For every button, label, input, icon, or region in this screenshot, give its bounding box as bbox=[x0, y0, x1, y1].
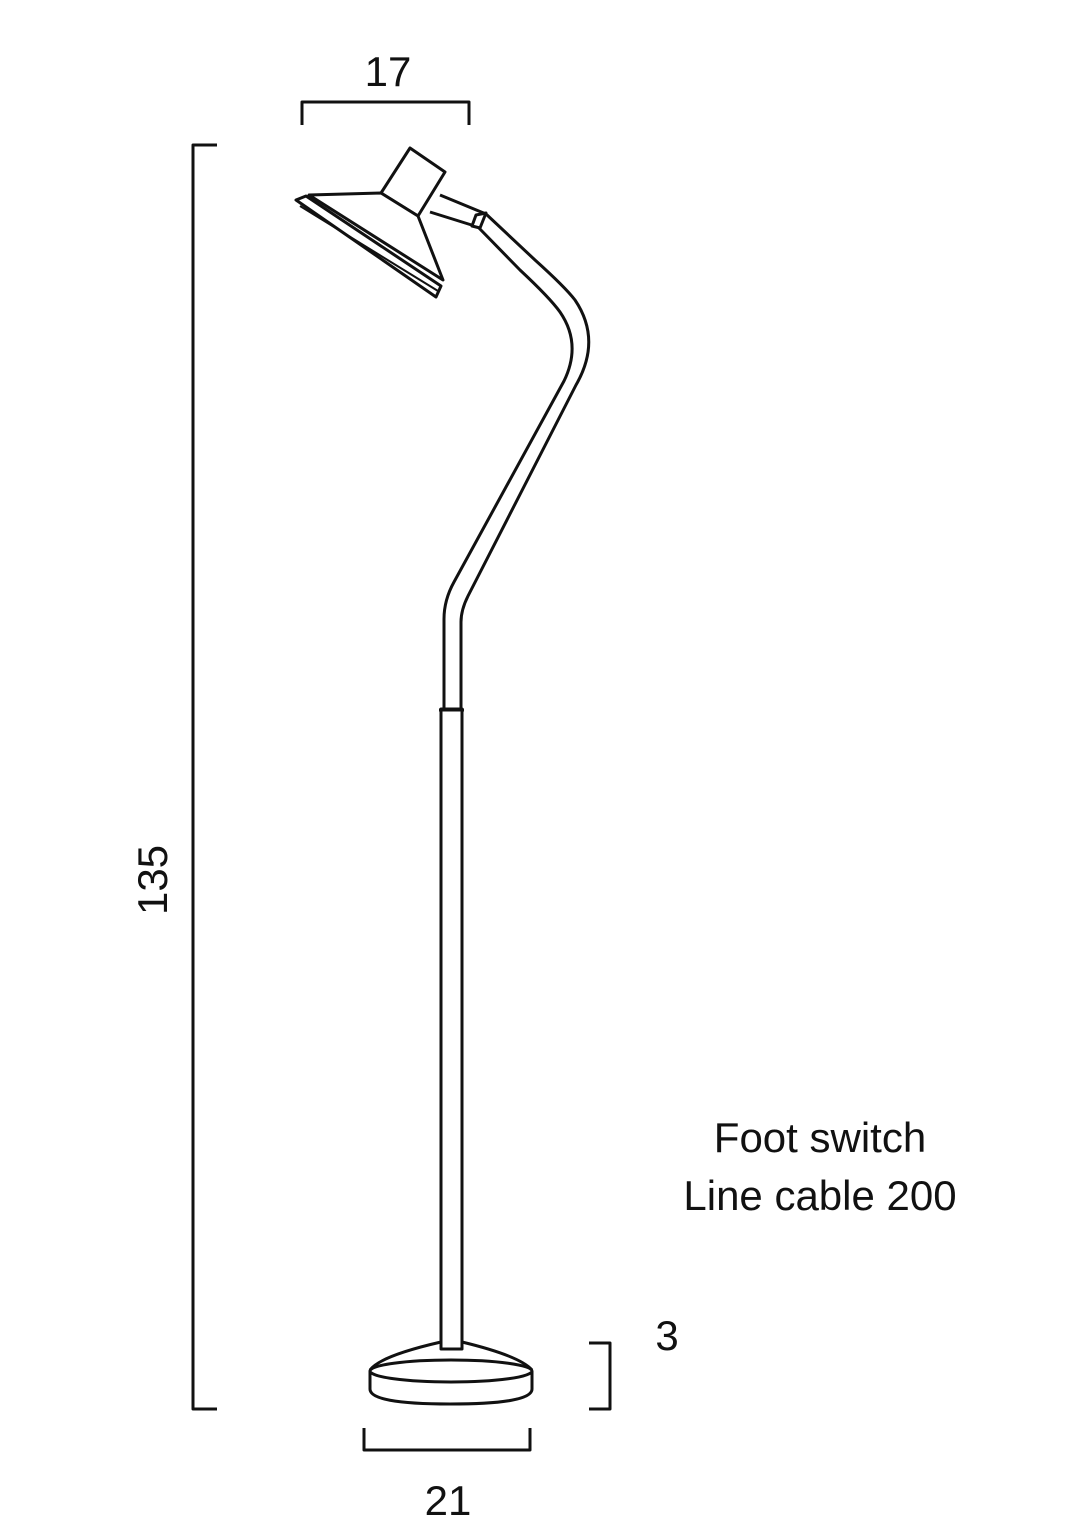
lamp-base bbox=[368, 1340, 534, 1406]
upper-arm-left-edge bbox=[442, 225, 574, 709]
note-line-cable: Line cable 200 bbox=[683, 1172, 956, 1219]
upper-arm bbox=[439, 212, 591, 712]
base-width-dimension: 21 bbox=[362, 1428, 532, 1524]
note-foot-switch: Foot switch bbox=[714, 1114, 926, 1161]
shade-width-dimension: 17 bbox=[300, 48, 471, 125]
shade-rim bbox=[294, 194, 443, 299]
total-height-dimension: 135 bbox=[129, 143, 217, 1411]
lamp-shade bbox=[294, 146, 447, 299]
base-width-label: 21 bbox=[425, 1477, 472, 1524]
base-width-bracket bbox=[362, 1428, 532, 1452]
connector-rod bbox=[429, 193, 487, 229]
shade-rim-inner bbox=[299, 205, 439, 292]
base-top bbox=[368, 1358, 534, 1384]
shade-width-label: 17 bbox=[365, 48, 412, 95]
total-height-bracket bbox=[191, 143, 217, 1411]
shade-cone bbox=[307, 191, 445, 282]
base-height-label: 3 bbox=[655, 1312, 678, 1359]
connector-cap bbox=[470, 211, 488, 230]
lower-stem bbox=[439, 707, 464, 1351]
upper-arm-right-edge bbox=[459, 212, 591, 709]
shade-connector bbox=[429, 193, 488, 230]
lamp-illustration bbox=[294, 146, 591, 1406]
shade-width-bracket bbox=[300, 100, 471, 125]
base-height-dimension: 3 bbox=[589, 1312, 679, 1411]
lower-stem-tube bbox=[439, 707, 464, 1351]
base-height-bracket bbox=[589, 1341, 612, 1411]
notes: Foot switch Line cable 200 bbox=[683, 1114, 956, 1219]
total-height-label: 135 bbox=[129, 845, 176, 915]
